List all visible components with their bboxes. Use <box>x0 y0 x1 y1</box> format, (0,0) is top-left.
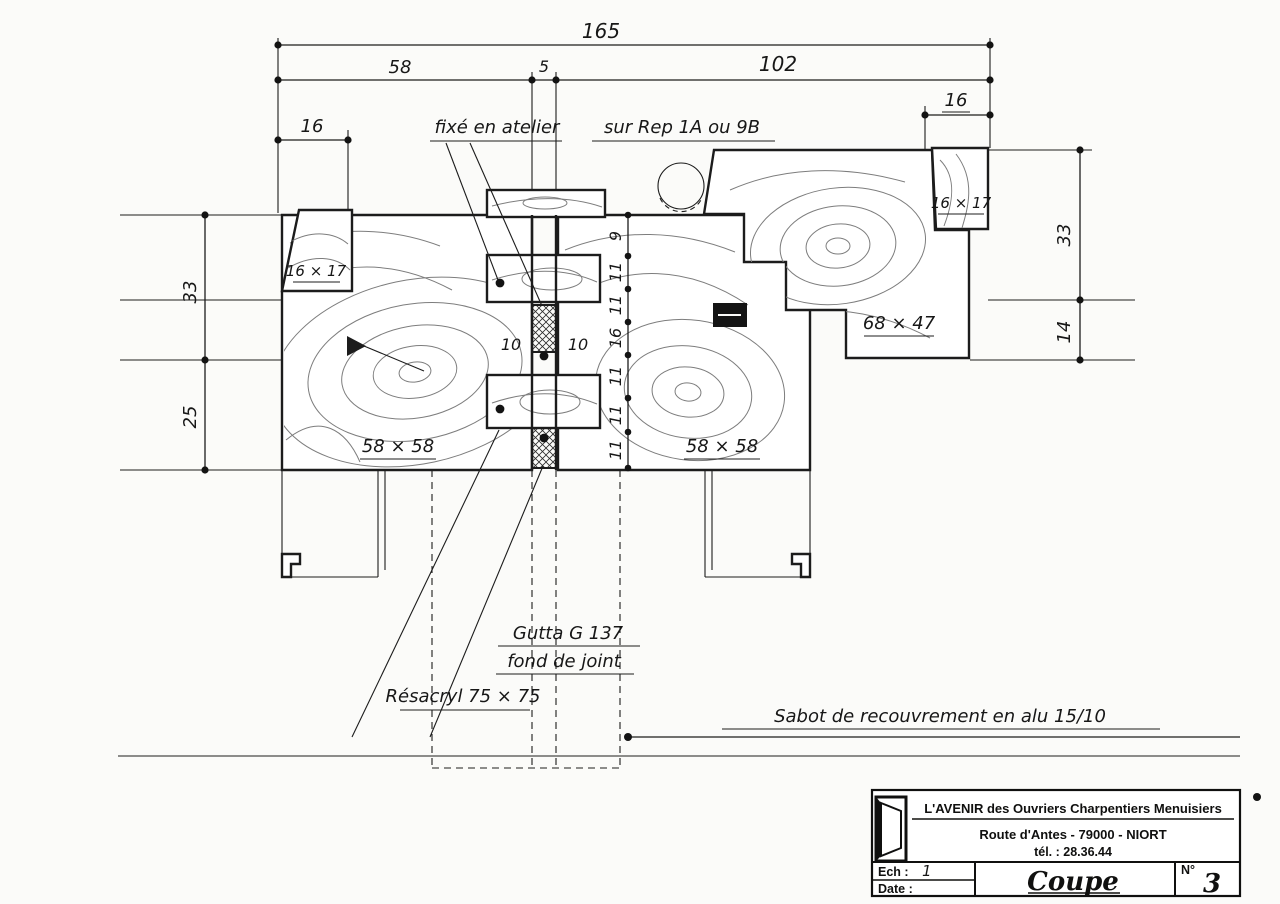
dim-left-lower: 25 <box>180 406 201 429</box>
section-arrow <box>347 336 425 372</box>
label-right-main: 58 × 58 <box>686 436 758 457</box>
scale-value: 1 <box>922 862 932 880</box>
top-center-block <box>485 188 607 219</box>
dim-stack-5: 11 <box>606 405 625 425</box>
dim-right-lower: 14 <box>1054 321 1075 344</box>
dimension-lines <box>204 44 1081 470</box>
note-sabot: Sabot de recouvrement en alu 15/10 <box>774 706 1106 727</box>
dowel-circle <box>657 162 705 213</box>
label-left-small: 16 × 17 <box>286 262 347 280</box>
scale-label: Ech : <box>878 865 909 879</box>
construction-lines <box>118 149 1240 757</box>
dim-stack-1: 11 <box>606 262 625 282</box>
wood-grain-small-left <box>287 233 351 271</box>
wood-grain-small-right <box>939 153 970 229</box>
date-label: Date : <box>878 882 913 896</box>
dim-stack-6: 11 <box>606 440 625 460</box>
dim-joint-width: 5 <box>539 57 549 76</box>
part-labels: 16 × 17 58 × 58 58 × 58 68 × 47 16 × 17 <box>286 194 992 460</box>
title-block: L'AVENIR des Ouvriers Charpentiers Menui… <box>870 788 1261 899</box>
annotations: fixé en atelier sur Rep 1A ou 9B Gutta G… <box>386 117 1160 730</box>
dim-stack-0: 9 <box>606 231 625 241</box>
dim-key-gap-left: 10 <box>501 335 521 354</box>
dim-key-gap-right: 10 <box>568 335 588 354</box>
dim-total-width: 165 <box>582 19 620 43</box>
hardware-fitting <box>713 303 747 327</box>
dim-left-upper: 33 <box>180 281 201 304</box>
sill-profile-right <box>704 470 812 579</box>
note-fixed-workshop: fixé en atelier <box>435 117 562 138</box>
note-rep: sur Rep 1A ou 9B <box>604 117 760 138</box>
wood-section-top-right <box>702 148 971 360</box>
dim-right-width: 102 <box>759 52 797 76</box>
label-right-top: 68 × 47 <box>863 313 936 334</box>
note-joint-filler: fond de joint <box>507 651 622 672</box>
label-left-main: 58 × 58 <box>362 436 434 457</box>
dimension-dots <box>201 41 1084 741</box>
dim-right-upper: 33 <box>1054 224 1075 247</box>
sheet-number-label: N° <box>1181 863 1195 877</box>
note-gutta: Gutta G 137 <box>513 623 624 644</box>
company-address: Route d'Antes - 79000 - NIORT <box>979 827 1166 842</box>
note-resacryl: Résacryl 75 × 75 <box>386 686 541 707</box>
dim-stack-2: 11 <box>606 295 625 315</box>
sheet-title: Coupe <box>1027 867 1119 897</box>
dimension-texts: 165 58 5 102 16 16 33 25 9 11 11 16 11 1… <box>180 19 1075 460</box>
wood-section-small-left <box>280 208 354 293</box>
dim-left-offset: 16 <box>301 116 324 137</box>
dim-left-width: 58 <box>389 57 412 78</box>
dashed-zone <box>431 470 621 769</box>
company-phone: tél. : 28.36.44 <box>1034 845 1112 859</box>
joint-key-lower <box>485 373 602 430</box>
sheet-corner-dot <box>1253 793 1261 801</box>
wood-section-small-right <box>930 146 990 231</box>
label-right-small: 16 × 17 <box>931 194 992 212</box>
joint-hatch <box>530 215 558 470</box>
company-logo-icon <box>874 795 908 863</box>
sheet-number-value: 3 <box>1203 869 1221 899</box>
sill-profile-left <box>280 470 386 579</box>
dim-right-offset: 16 <box>945 90 968 111</box>
dim-stack-3: 16 <box>606 328 625 348</box>
leader-lines <box>351 142 1240 738</box>
dim-stack-4: 11 <box>606 366 625 386</box>
joint-key-upper <box>485 253 602 304</box>
company-name: L'AVENIR des Ouvriers Charpentiers Menui… <box>924 801 1222 816</box>
